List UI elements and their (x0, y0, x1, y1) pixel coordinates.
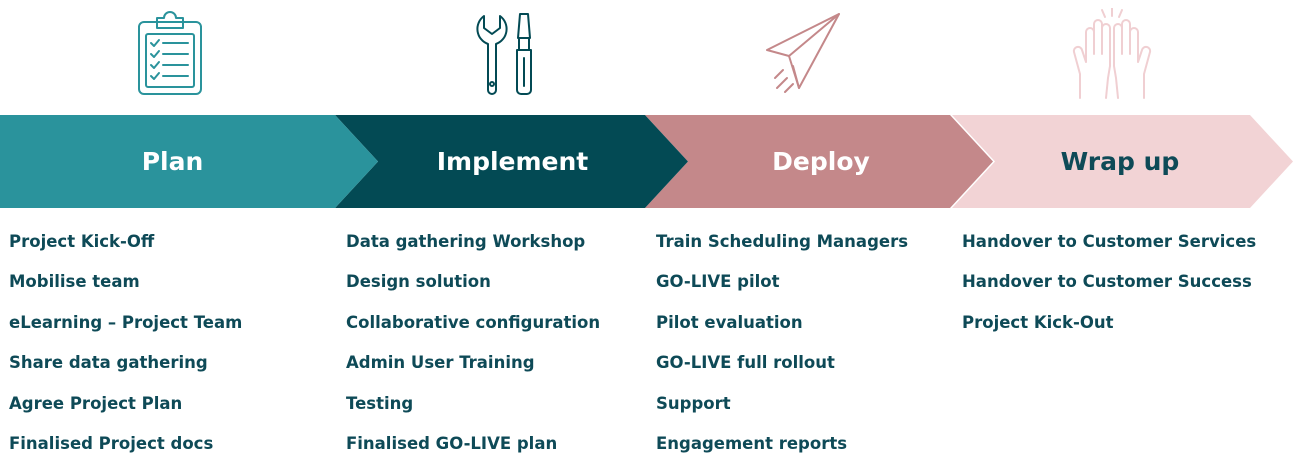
phase-arrows (0, 115, 1293, 208)
list-item: Handover to Customer Services (962, 232, 1257, 251)
list-item: eLearning – Project Team (9, 312, 243, 332)
list-item: Project Kick-Off (9, 232, 155, 251)
phase-arrow-deploy (645, 115, 993, 208)
clipboard-checklist-icon (133, 8, 213, 100)
paper-plane-icon (763, 8, 843, 100)
list-item: Handover to Customer Success (962, 272, 1252, 292)
high-five-icon (1072, 7, 1152, 100)
list-item: Design solution (346, 272, 491, 292)
list-item: GO-LIVE pilot (656, 272, 780, 292)
phase-label-deploy: Deploy (772, 147, 870, 176)
list-item: Collaborative configuration (346, 312, 601, 332)
list-item: Support (656, 393, 731, 413)
phase-label-plan: Plan (141, 147, 204, 176)
phase-label-wrap-up: Wrap up (1060, 147, 1180, 176)
list-item: Engagement reports (656, 433, 848, 453)
list-item: Pilot evaluation (656, 312, 803, 332)
list-item: Testing (346, 393, 414, 413)
list-item: Share data gathering (9, 353, 208, 373)
plan-items: Project Kick-Off Mobilise team eLearning… (9, 228, 242, 470)
deploy-items: Train Scheduling Managers GO-LIVE pilot … (656, 228, 908, 470)
list-item: Project Kick-Out (962, 312, 1114, 332)
phase-label-implement: Implement (436, 147, 589, 176)
wrap-up-items: Handover to Customer Services Handover t… (962, 228, 1256, 349)
list-item: Finalised GO-LIVE plan (346, 433, 558, 453)
list-item: Mobilise team (9, 272, 140, 292)
list-item: Data gathering Workshop (346, 232, 586, 251)
list-item: GO-LIVE full rollout (656, 353, 835, 373)
list-item: Train Scheduling Managers (656, 232, 909, 251)
phase-arrow-implement (335, 115, 688, 208)
phase-arrow-wrap-up (952, 115, 1293, 208)
list-item: Admin User Training (346, 353, 535, 373)
phase-arrow-plan (0, 115, 378, 208)
list-item: Agree Project Plan (9, 393, 183, 413)
wrench-screwdriver-icon (468, 8, 548, 100)
implement-items: Data gathering Workshop Design solution … (346, 228, 600, 470)
list-item: Finalised Project docs (9, 433, 214, 453)
